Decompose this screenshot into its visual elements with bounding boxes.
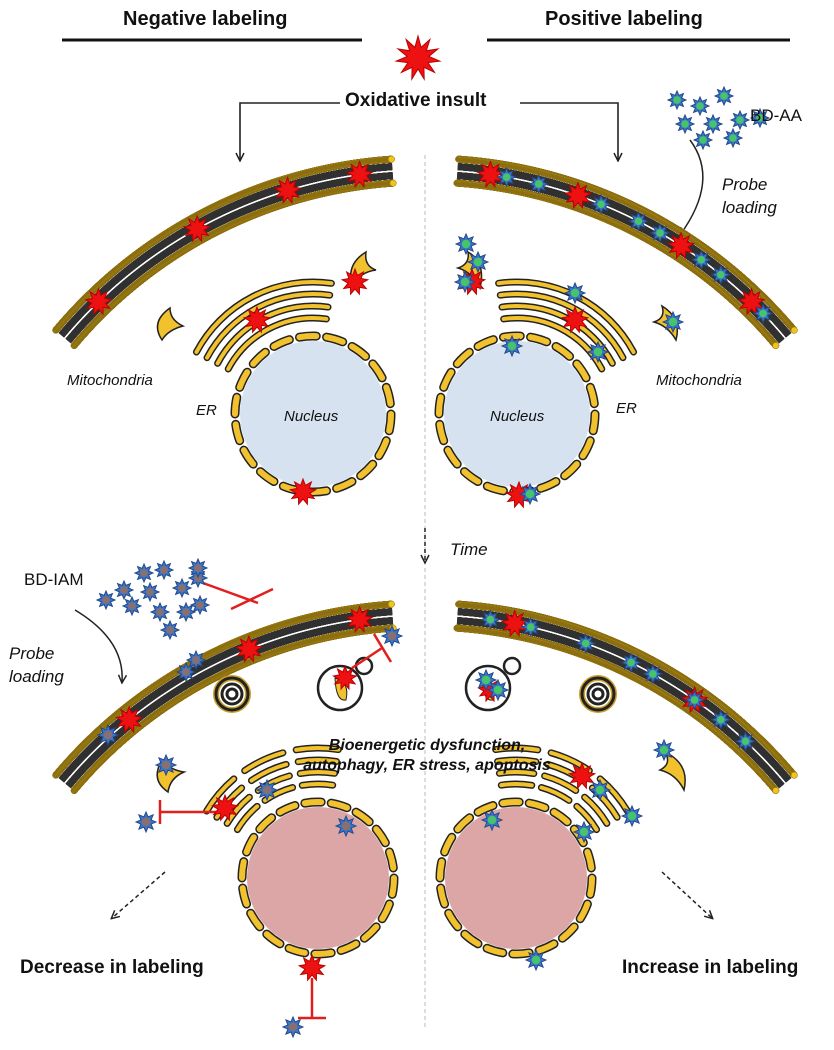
bd-aa-probe-icon xyxy=(455,272,475,292)
bd-aa-probe-icon xyxy=(704,115,722,133)
bd-aa-label: BD-AA xyxy=(750,106,802,126)
mitochondria-label-left: Mitochondria xyxy=(67,372,153,389)
bd-aa-probe-icon xyxy=(481,611,499,629)
decrease-in-labeling-label: Decrease in labeling xyxy=(20,957,204,979)
bd-iam-probe-icon xyxy=(173,579,191,597)
nucleus-label-right: Nucleus xyxy=(490,408,544,425)
bd-aa-probe-icon xyxy=(520,484,540,504)
bd-iam-probe-icon xyxy=(382,626,402,646)
insult-arrow-right xyxy=(520,103,618,160)
bd-iam-probe-icon xyxy=(336,816,356,836)
increase-in-labeling-label: Increase in labeling xyxy=(622,957,798,979)
oxidative-burst-icon xyxy=(396,36,440,79)
oxidative-burst-icon xyxy=(299,955,325,980)
increase-arrow xyxy=(662,872,712,918)
bd-aa-probe-icon xyxy=(692,251,710,269)
bd-aa-probe-icon xyxy=(629,212,647,230)
bd-aa-probe-icon xyxy=(482,810,502,830)
bd-iam-probe-icon xyxy=(191,596,209,614)
bd-aa-probe-icon xyxy=(522,618,540,636)
inhibition-bar-icon xyxy=(203,583,273,609)
bd-aa-probe-icon xyxy=(577,634,595,652)
bd-iam-probe-icon xyxy=(97,591,115,609)
autophagic-whorl xyxy=(216,678,248,710)
damaged-nucleus-right xyxy=(440,802,592,954)
bd-aa-probe-icon xyxy=(622,806,642,826)
nucleus-label-left: Nucleus xyxy=(284,408,338,425)
bd-aa-probe-icon xyxy=(530,175,548,193)
bd-aa-probe-icon xyxy=(712,266,730,284)
inhibition-marks xyxy=(160,583,391,1018)
bd-iam-probe-icon xyxy=(123,597,141,615)
mitochondria-label-right: Mitochondria xyxy=(656,372,742,389)
bd-aa-probe-icon xyxy=(590,780,610,800)
bd-aa-probe-icon xyxy=(676,115,694,133)
bd-aa-probe-icon xyxy=(651,224,669,242)
bd-aa-probe-icon xyxy=(731,111,749,129)
bd-aa-probe-icon xyxy=(686,691,704,709)
inhibition-bar-icon xyxy=(298,978,326,1018)
bd-aa-probe-icon xyxy=(644,665,662,683)
bd-iam-label: BD-IAM xyxy=(24,570,84,590)
probe-loading-arrow-left xyxy=(75,610,122,682)
bd-iam-probe-icon xyxy=(115,581,133,599)
bd-aa-probe-icon xyxy=(456,234,476,254)
bd-aa-probe-icon xyxy=(488,680,508,700)
time-label: Time xyxy=(450,540,488,560)
bd-iam-probe-icon xyxy=(189,559,207,577)
bd-aa-probe-icon xyxy=(574,822,594,842)
bd-aa-probe-icon xyxy=(565,283,585,303)
bd-iam-probe-icon xyxy=(136,812,156,832)
bd-aa-probe-icon xyxy=(588,342,608,362)
probe-loading-right-line1: Probe xyxy=(722,175,767,195)
bd-aa-probe-icon xyxy=(754,305,772,323)
positive-labeling-header: Positive labeling xyxy=(545,8,703,31)
bd-aa-probe-icon xyxy=(663,312,683,332)
negative-labeling-header: Negative labeling xyxy=(123,8,288,31)
bd-iam-probe-icon xyxy=(135,564,153,582)
bd-aa-probe-icon xyxy=(715,87,733,105)
cellular-outcomes-label: Bioenergetic dysfunction, autophagy, ER … xyxy=(292,736,562,776)
bd-aa-probe-icon xyxy=(468,252,488,272)
bd-aa-probe-icon xyxy=(712,711,730,729)
probe-loading-right-line2: loading xyxy=(722,198,777,218)
bd-iam-probe-icon xyxy=(177,663,195,681)
bd-iam-probe-icon xyxy=(161,621,179,639)
bd-iam-probe-icon xyxy=(141,583,159,601)
er-label-left: ER xyxy=(196,402,217,419)
bd-iam-probe-icon xyxy=(257,780,277,800)
bd-aa-probe-icon xyxy=(691,97,709,115)
insult-arrow-left xyxy=(240,103,340,160)
bd-aa-probe-icon xyxy=(724,129,742,147)
probe-loading-left-line2: loading xyxy=(9,667,64,687)
damaged-nucleus-left xyxy=(242,802,394,954)
bd-iam-probe-icon xyxy=(155,561,173,579)
oxidative-burst-icon xyxy=(569,763,595,788)
bd-aa-probe-icon xyxy=(654,740,674,760)
decrease-arrow xyxy=(112,872,165,918)
bd-iam-probe-icon xyxy=(151,603,169,621)
probe-loading-left-line1: Probe xyxy=(9,644,54,664)
oxidative-insult-label: Oxidative insult xyxy=(345,90,486,112)
autophagic-whorl xyxy=(582,678,614,710)
probe-loading-arrow-right xyxy=(680,140,703,235)
bd-aa-probe-icon xyxy=(526,950,546,970)
bd-aa-probe-icon xyxy=(694,131,712,149)
bd-aa-probe-icon xyxy=(498,168,516,186)
bd-iam-probe-icon xyxy=(98,725,118,745)
bd-aa-probe-icon xyxy=(622,654,640,672)
bd-iam-probe-icon xyxy=(156,755,176,775)
mitochondrion xyxy=(158,308,184,340)
bd-aa-probe-icon xyxy=(737,732,755,750)
bd-aa-probe-icon xyxy=(592,195,610,213)
er-label-right: ER xyxy=(616,400,637,417)
bd-aa-probe-icon xyxy=(502,336,522,356)
bd-aa-probe-icon xyxy=(668,91,686,109)
bd-iam-probe-icon xyxy=(283,1017,303,1037)
